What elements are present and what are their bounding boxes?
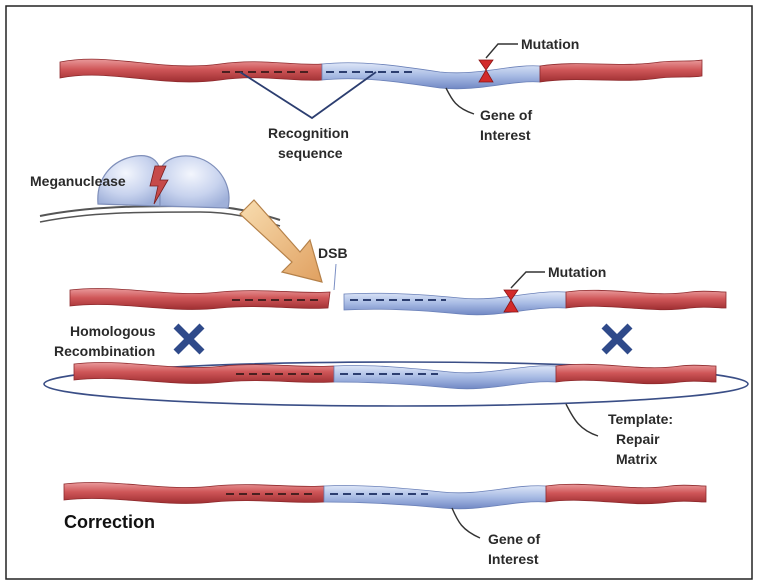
homologous-label-1: Homologous: [70, 323, 156, 339]
dsb-label: DSB: [318, 245, 348, 261]
gene-label-top-1: Gene of: [480, 107, 532, 123]
gene-label-top-2: Interest: [480, 127, 531, 143]
template-label-1: Template:: [608, 411, 673, 427]
gene-label-bottom-1: Gene of: [488, 531, 540, 547]
gene-label-bottom-2: Interest: [488, 551, 539, 567]
meganuclease-label: Meganuclease: [30, 173, 126, 189]
mutation-label-top: Mutation: [521, 36, 579, 52]
recognition-label-1: Recognition: [268, 125, 349, 141]
mutation-label-mid: Mutation: [548, 264, 606, 280]
correction-label: Correction: [64, 512, 155, 532]
template-label-3: Matrix: [616, 451, 657, 467]
homologous-label-2: Recombination: [54, 343, 155, 359]
template-label-2: Repair: [616, 431, 660, 447]
recognition-label-2: sequence: [278, 145, 343, 161]
